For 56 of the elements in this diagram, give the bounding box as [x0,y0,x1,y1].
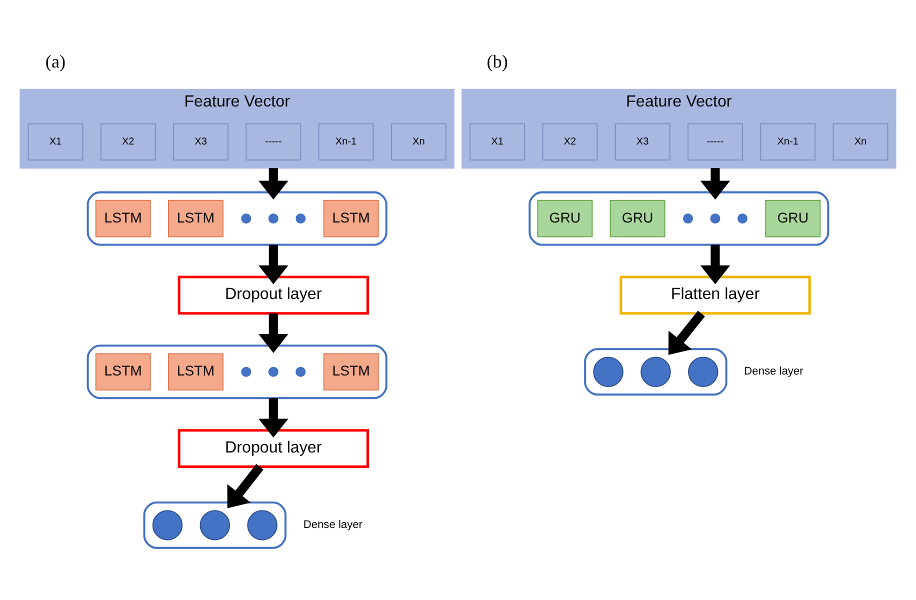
node-box: X1 [470,122,526,160]
node-box: Xn [832,122,888,160]
node-box: LSTM [168,199,224,237]
node-box: X3 [173,122,228,160]
node-circle [268,366,278,376]
arrow [258,313,288,352]
node-circle [152,510,183,540]
node-box: LSTM [323,352,379,390]
node-box: ----- [688,122,743,160]
arrow [258,168,288,200]
node-box: Flatten layer [620,275,811,314]
node-box: X1 [28,122,84,160]
node-box: ----- [246,122,302,160]
node-box: Dropout layer [178,428,369,468]
node-box: LSTM [168,352,224,390]
cluster [86,190,388,246]
node-box: X3 [614,122,670,160]
arrow [700,244,730,284]
node-circle [241,213,252,224]
cluster [86,344,388,399]
node-circle [241,366,252,376]
node-box: X2 [542,122,598,160]
node-circle [710,213,720,224]
node-circle [737,213,748,224]
label: (b) [486,51,508,72]
node-box: Xn [390,122,446,160]
node-circle [640,356,671,386]
node-box: LSTM [95,199,151,237]
node-circle [296,213,306,224]
node-circle [247,510,278,540]
label: (a) [45,51,66,72]
node-circle [200,510,230,540]
arrow [258,244,288,284]
node-box: Xn-1 [318,122,374,160]
node-label: Dense layer [744,365,804,378]
arrow [668,310,705,354]
cluster [143,501,287,548]
cluster [528,190,830,246]
node-circle [682,213,694,224]
node-box: GRU [537,199,593,237]
cluster [584,348,728,396]
arrow [227,464,264,508]
node-box: X2 [100,122,156,160]
node-circle [593,356,624,386]
node-box: GRU [765,199,821,237]
node-box: Xn-1 [760,122,816,160]
node-circle [688,356,718,386]
node-box: LSTM [95,352,151,390]
node-circle [268,213,278,224]
node-circle [296,366,306,376]
arrow [700,168,730,200]
node-box: LSTM [323,199,379,237]
node-box: GRU [610,199,666,237]
node-box: Dropout layer [178,275,369,314]
arrow [258,398,288,438]
node-label: Dense layer [303,518,362,531]
